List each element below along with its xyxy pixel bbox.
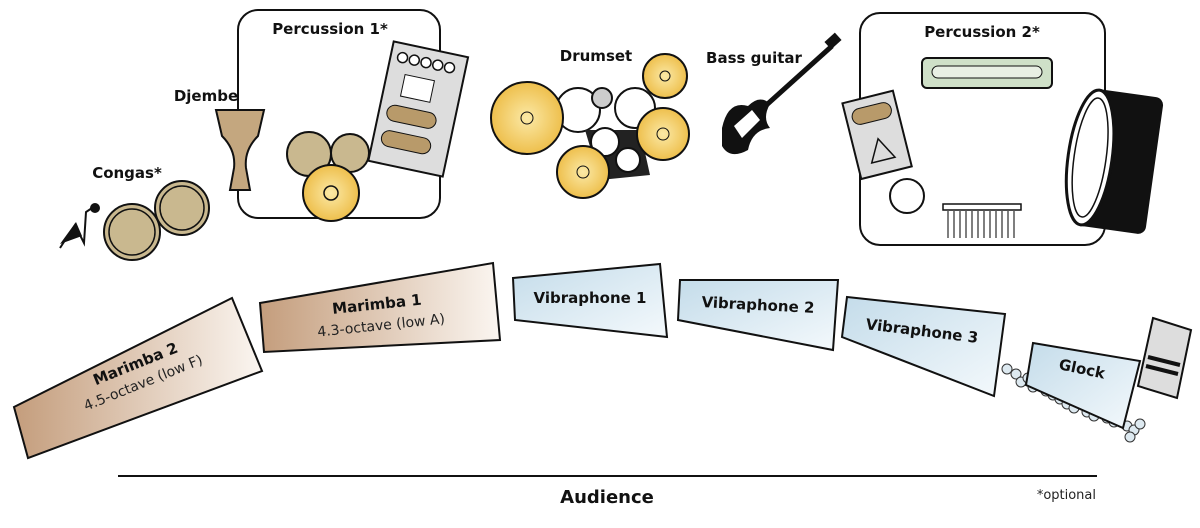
bass-guitar: Bass guitar <box>706 32 842 155</box>
djembe-icon <box>214 109 266 191</box>
conga-drum-icon <box>103 203 161 261</box>
vibraphone-3: Vibraphone 3 <box>840 295 1007 398</box>
cymbal-bell <box>656 127 670 141</box>
marimba-1: Marimba 1 4.3-octave (low A) <box>258 261 502 354</box>
vibraphone-1: Vibraphone 1 <box>511 262 669 339</box>
marimba-1-shape <box>258 261 502 354</box>
vibraphone-3-shape <box>840 295 1007 398</box>
conga-drum-rim <box>159 185 205 231</box>
audience-label: Audience <box>560 487 654 508</box>
optional-note: *optional <box>1037 488 1096 503</box>
floor-tom-icon <box>615 147 641 173</box>
glock-shape <box>1024 341 1142 430</box>
percussion-1: Percussion 1* <box>237 9 470 222</box>
cymbal-icon <box>302 164 360 222</box>
cymbal-icon <box>642 53 688 99</box>
cymbal-icon <box>490 81 564 155</box>
marimba-2: Marimba 2 4.5-octave (low F) <box>12 296 264 460</box>
drumset-label: Drumset <box>560 47 632 65</box>
cymbal-bell <box>323 185 339 201</box>
trap-table-icon <box>367 40 470 178</box>
tambourine-icon <box>889 178 925 214</box>
bell-icon <box>60 222 82 244</box>
triangle-table-icon <box>841 89 913 181</box>
cymbal-icon <box>556 145 610 199</box>
glock: Glock <box>1001 316 1193 443</box>
bass-guitar-label: Bass guitar <box>706 49 802 67</box>
percussion-2: Percussion 2* <box>841 12 1164 246</box>
congas: Congas* <box>59 164 210 261</box>
vibraphone-1-label: Vibraphone 1 <box>534 289 647 307</box>
percussion-2-label: Percussion 2* <box>924 23 1040 41</box>
mark-tree-icon <box>942 203 1022 238</box>
hi-hat-icon <box>591 87 613 109</box>
bass-guitar-icon <box>722 32 842 155</box>
cymbal-bell <box>576 165 590 179</box>
drumset: Drumset <box>490 47 690 199</box>
bass-drum-icon <box>1064 88 1164 234</box>
djembe: Djembe <box>174 87 266 191</box>
djembe-label: Djembe <box>174 87 238 105</box>
vibraphone-2-label: Vibraphone 2 <box>701 293 815 317</box>
glock-case-handle <box>1145 355 1181 376</box>
cymbal-icon <box>636 107 690 161</box>
percussion-1-label: Percussion 1* <box>272 20 388 38</box>
congas-label: Congas* <box>92 164 162 182</box>
conga-drum-icon <box>154 180 210 236</box>
glock-case-icon <box>1136 316 1193 400</box>
marimba-2-shape <box>12 296 264 460</box>
vibraphone-2: Vibraphone 2 <box>676 279 840 352</box>
vibraphone-1-shape <box>511 262 669 339</box>
cymbal-bell <box>520 111 534 125</box>
mallet-icon <box>90 203 100 213</box>
vibraphone-2-shape <box>676 279 840 352</box>
conga-drum-rim <box>108 208 156 256</box>
chimes-bar-inner <box>931 65 1043 79</box>
snare-drum-icon <box>590 127 620 157</box>
cymbal-bell <box>659 70 671 82</box>
